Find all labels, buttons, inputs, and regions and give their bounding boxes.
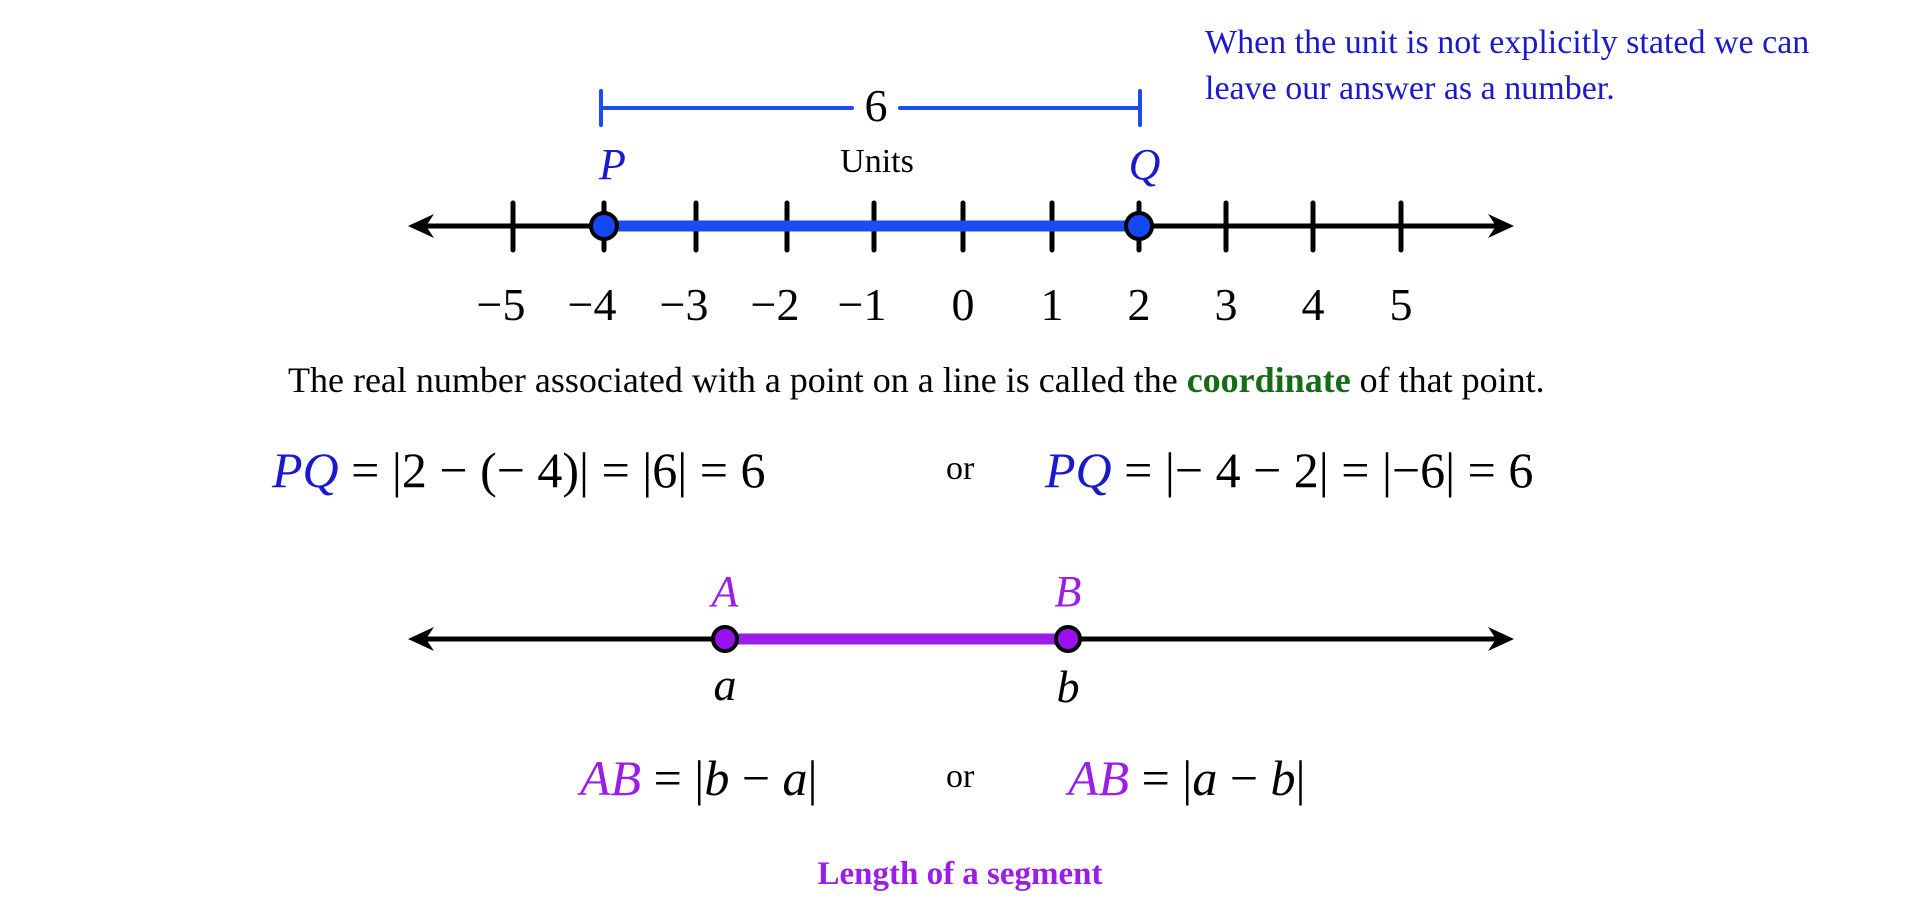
unit-note-line-2: leave our answer as a number. [1205,70,1615,107]
pq-rhs: = |2 − (− 4)| = |6| = 6 [351,442,766,498]
definition-text-before: The real number associated with a point … [288,360,1187,400]
pq-lhs-2: PQ [1045,442,1112,498]
pq-lhs: PQ [272,442,339,498]
pq-equation-left: PQ = |2 − (− 4)| = |6| = 6 [272,440,766,500]
pq-equation-right: PQ = |− 4 − 2| = |−6| = 6 [1045,440,1533,500]
ab-op-2: − [1217,750,1271,806]
pq-rhs-2: = |− 4 − 2| = |−6| = 6 [1124,442,1534,498]
unit-note: When the unit is not explicitly stated w… [1205,20,1809,112]
point-p-dot [589,211,619,241]
pq-or-connector: or [946,450,975,487]
coord-a-label: a [713,659,737,710]
ab-var-1: b [704,750,730,806]
ab-close: | [807,750,818,806]
ab-eq-open-2: = | [1141,750,1193,806]
ab-close-2: | [1295,750,1306,806]
right-arrow-icon [1488,627,1514,651]
ab-op: − [729,750,783,806]
ab-lhs-2: AB [1068,750,1130,806]
coordinate-definition: The real number associated with a point … [288,358,1545,402]
point-a-dot [711,625,739,653]
point-a-label: A [711,567,739,616]
ab-eq-open: = | [653,750,705,806]
ab-var-2-2: b [1270,750,1296,806]
ab-var-2: a [782,750,808,806]
diagram-title: Length of a segment [817,856,1103,892]
left-arrow-icon [408,627,434,651]
tick-label-1: 1 [1040,279,1064,330]
right-arrow-icon [1488,214,1514,238]
unit-note-line-1: When the unit is not explicitly stated w… [1205,24,1810,61]
number-line-ab [408,625,1514,653]
ab-equation-right: AB = |a − b| [1068,748,1306,808]
ab-or-connector: or [946,758,975,795]
point-q-dot [1124,211,1154,241]
definition-text-after: of that point. [1350,360,1545,400]
units-label: Units [840,143,914,180]
left-arrow-icon [408,214,434,238]
coord-b-label: b [1056,661,1080,712]
ab-lhs: AB [580,750,642,806]
tick-label-neg3: −3 [659,279,709,330]
point-q-label: Q [1128,140,1161,189]
point-b-label: B [1054,567,1082,616]
tick-label-4: 4 [1301,279,1325,330]
number-line-pq [408,89,1514,253]
tick-label-0: 0 [951,279,975,330]
tick-label-neg5: −5 [476,279,526,330]
distance-bracket [599,89,1142,127]
distance-label: 6 [864,80,888,131]
tick-label-3: 3 [1214,279,1238,330]
tick-label-neg1: −1 [837,279,887,330]
tick-label-5: 5 [1389,279,1413,330]
point-p-label: P [599,140,626,189]
point-b-dot [1054,625,1082,653]
tick-label-2: 2 [1127,279,1151,330]
ab-var-1-2: a [1192,750,1218,806]
tick-label-neg4: −4 [567,279,617,330]
ab-equation-left: AB = |b − a| [580,748,818,808]
definition-keyword: coordinate [1186,360,1351,400]
tick-label-neg2: −2 [750,279,800,330]
